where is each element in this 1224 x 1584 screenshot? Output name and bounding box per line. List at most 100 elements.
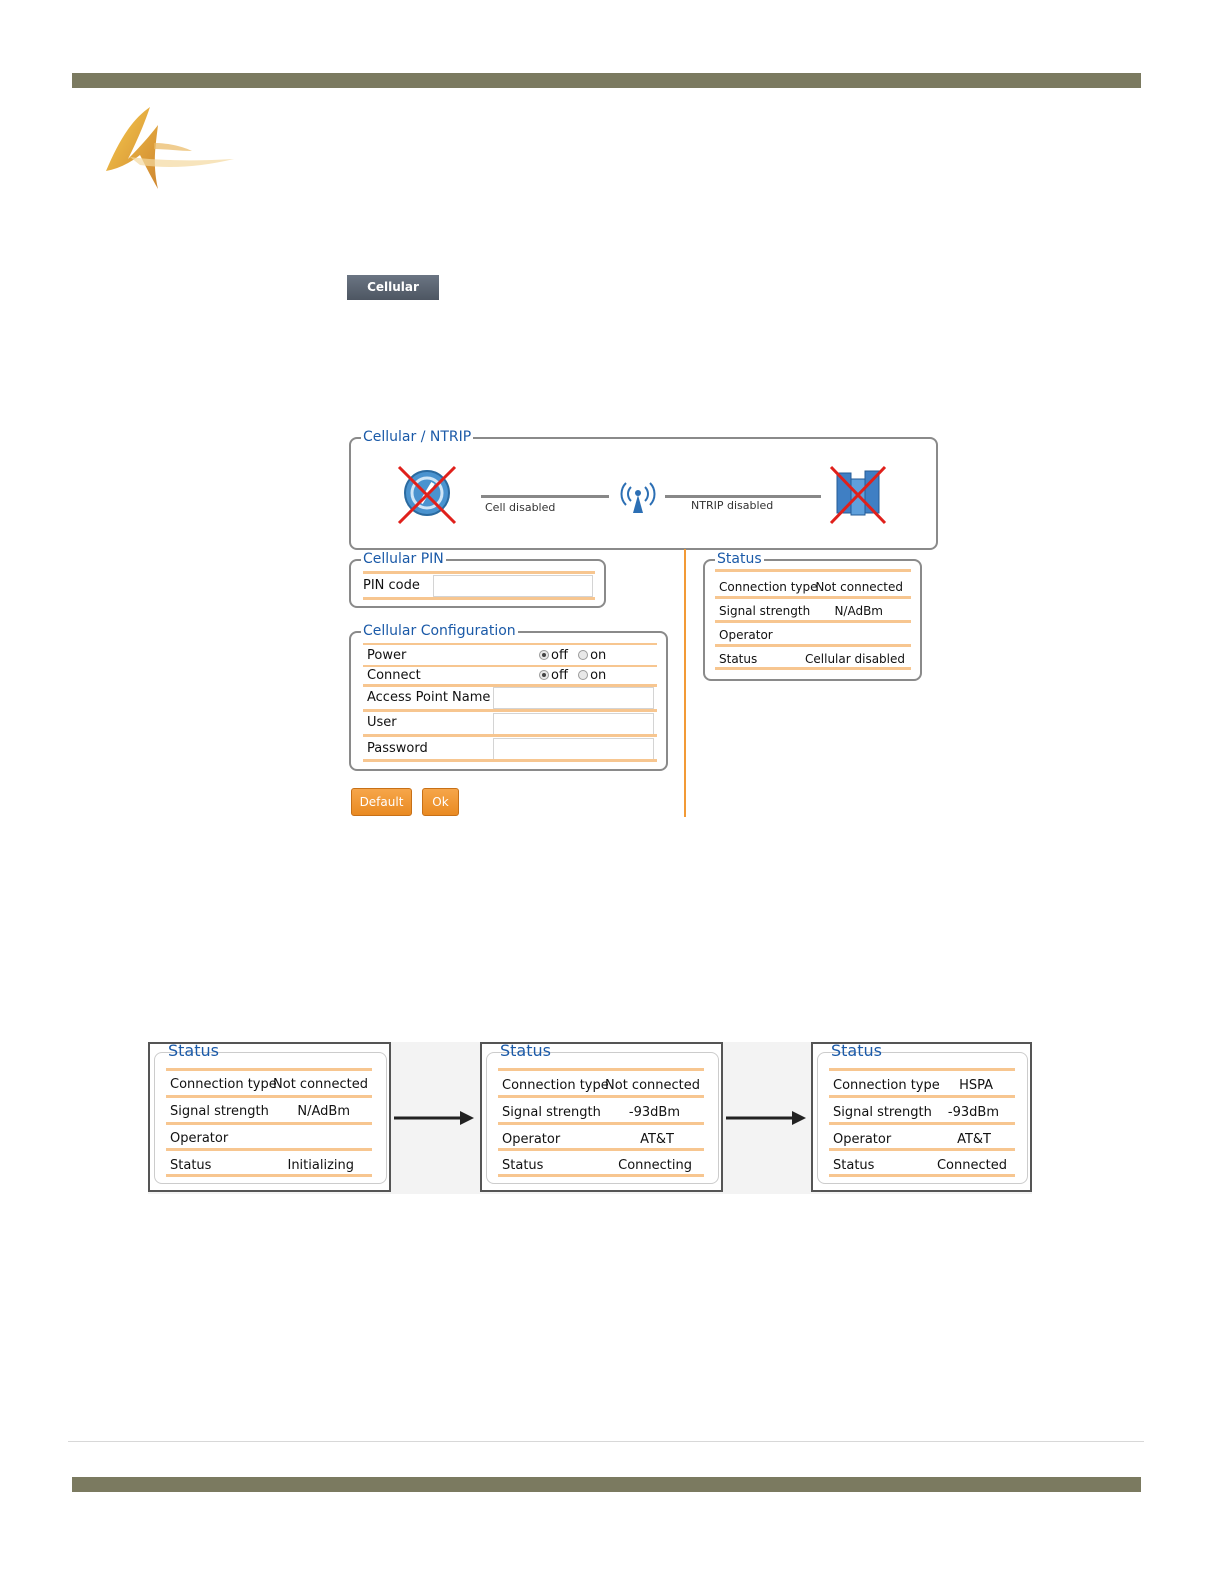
footer-rule (68, 1441, 1144, 1442)
seq2-label-operator: Operator (502, 1132, 561, 1147)
config-line-0 (363, 643, 657, 645)
apn-label: Access Point Name (367, 690, 491, 705)
seq2-label-status: Status (502, 1158, 544, 1173)
seq3-label-status: Status (833, 1158, 875, 1173)
arrow-right-icon (394, 1111, 474, 1125)
status-sequence-2-title: Status (500, 1041, 551, 1060)
cellular-tab-label: Cellular (367, 280, 419, 294)
seq2-value-status: Connecting (618, 1158, 692, 1173)
seq1-value-status: Initializing (287, 1158, 354, 1173)
seq3-value-status: Connected (936, 1158, 1007, 1173)
status-sequence-3-title: Status (831, 1041, 882, 1060)
seq2-value-operator: AT&T (640, 1132, 674, 1147)
seq1-value-signal-strength: N/AdBm (297, 1104, 350, 1119)
seq1-label-status: Status (170, 1158, 212, 1173)
power-radio-group: off on (539, 648, 606, 663)
status-value-signal-strength: N/AdBm (834, 604, 883, 618)
ntrip-panel: Cellular / NTRIP Cell disabled NTRIP dis… (349, 428, 938, 550)
status-label-operator: Operator (719, 628, 773, 642)
pin-code-label: PIN code (363, 578, 420, 593)
seq2-line-4 (498, 1174, 704, 1177)
connect-on-label: on (590, 668, 607, 683)
status-value-connection-type: Not connected (815, 580, 903, 594)
status-sequence-3-frame (817, 1052, 1028, 1184)
password-label: Password (367, 741, 428, 756)
status-sequence-panel-1: Status Connection type Not connected Sig… (148, 1042, 391, 1192)
seq1-line-3 (166, 1148, 372, 1151)
seq1-line-0 (166, 1068, 372, 1071)
seq3-value-connection-type: HSPA (959, 1078, 993, 1093)
company-logo (106, 107, 234, 189)
status-sequence-1-frame (154, 1052, 387, 1184)
cellular-disabled-icon (397, 465, 457, 525)
status-sequence-1-title: Status (168, 1041, 219, 1060)
config-panel: Cellular Configuration Power off on Conn… (349, 622, 668, 771)
column-divider (684, 549, 686, 817)
power-label: Power (367, 648, 407, 663)
connect-radio-group: off on (539, 668, 606, 683)
status-sequence-panel-3: Status Connection type HSPA Signal stren… (811, 1042, 1032, 1192)
connect-off-radio[interactable] (539, 670, 549, 680)
status-label-status: Status (719, 652, 758, 666)
connect-off-label: off (551, 668, 568, 683)
connect-on-radio[interactable] (578, 670, 589, 680)
ntrip-status-text: NTRIP disabled (691, 499, 774, 512)
power-off-label: off (551, 648, 568, 663)
status-label-signal-strength: Signal strength (719, 604, 811, 618)
ntrip-panel-title: Cellular / NTRIP (361, 428, 474, 446)
apn-input[interactable] (493, 687, 654, 709)
seq3-line-2 (829, 1122, 1015, 1125)
pin-panel: Cellular PIN PIN code (349, 550, 606, 608)
config-line-4 (363, 734, 657, 737)
ok-button[interactable]: Ok (422, 788, 459, 816)
footer-bar (72, 1477, 1141, 1492)
status-panel: Status Connection type Not connected Sig… (703, 550, 922, 681)
config-line-2 (363, 684, 657, 687)
seq2-line-0 (498, 1068, 704, 1071)
seq1-line-2 (166, 1122, 372, 1125)
pin-row-line-top (363, 571, 595, 574)
cell-link-line (481, 495, 609, 498)
pin-code-input[interactable] (433, 575, 593, 597)
cellular-tab-button[interactable]: Cellular (347, 275, 439, 300)
power-off-radio[interactable] (539, 650, 549, 660)
seq3-label-operator: Operator (833, 1132, 892, 1147)
seq3-label-signal-strength: Signal strength (833, 1105, 932, 1120)
default-button[interactable]: Default (351, 788, 412, 816)
seq3-label-connection-type: Connection type (833, 1078, 940, 1093)
power-on-label: on (590, 648, 607, 663)
status-line-0 (715, 569, 911, 572)
config-line-5 (363, 759, 657, 762)
antenna-icon (620, 482, 656, 513)
connect-label: Connect (367, 668, 421, 683)
password-input[interactable] (493, 738, 654, 760)
status-sequence-panel-2: Status Connection type Not connected Sig… (480, 1042, 723, 1192)
cell-status-text: Cell disabled (485, 501, 556, 514)
header-bar (72, 73, 1141, 88)
user-label: User (367, 715, 397, 730)
status-panel-title: Status (715, 550, 764, 568)
status-label-connection-type: Connection type (719, 580, 818, 594)
seq2-label-connection-type: Connection type (502, 1078, 609, 1093)
seq2-value-signal-strength: -93dBm (628, 1105, 680, 1120)
user-input[interactable] (493, 713, 654, 735)
config-line-1 (363, 665, 657, 667)
ntrip-disabled-icon (829, 465, 887, 525)
seq2-line-1 (498, 1095, 704, 1098)
status-sequence-2-frame (486, 1052, 719, 1184)
seq1-line-1 (166, 1095, 372, 1098)
seq3-line-4 (829, 1174, 1015, 1177)
seq1-label-connection-type: Connection type (170, 1077, 277, 1092)
seq1-label-signal-strength: Signal strength (170, 1104, 269, 1119)
seq1-line-4 (166, 1174, 372, 1177)
status-line-3 (715, 644, 911, 647)
status-line-4 (715, 667, 911, 670)
seq1-label-operator: Operator (170, 1131, 229, 1146)
seq2-line-2 (498, 1122, 704, 1125)
seq3-line-0 (829, 1068, 1015, 1071)
seq3-line-1 (829, 1095, 1015, 1098)
seq3-line-3 (829, 1148, 1015, 1151)
pin-row-line-bottom (363, 597, 595, 600)
ntrip-link-line (665, 495, 821, 498)
power-on-radio[interactable] (578, 650, 589, 660)
